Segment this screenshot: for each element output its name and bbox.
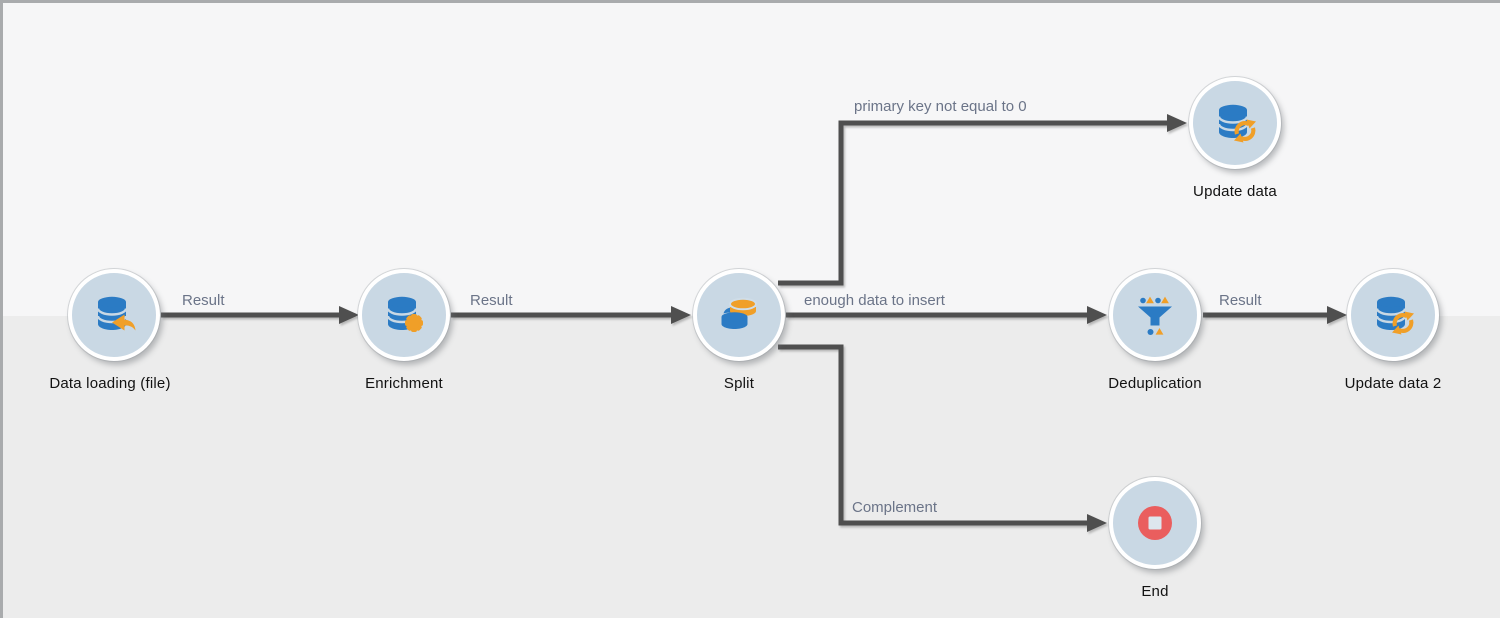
stop-icon: [1138, 506, 1172, 540]
database-refresh-icon: [1375, 296, 1414, 335]
edge-enrichment-split[interactable]: [451, 306, 691, 324]
node-end[interactable]: [1109, 477, 1201, 569]
node-label-deduplication: Deduplication: [1108, 375, 1202, 392]
node-label-end: End: [1141, 583, 1169, 600]
funnel-icon: [1138, 296, 1172, 335]
canvas-lower-band: [3, 316, 1500, 618]
edge-split-deduplication[interactable]: [786, 306, 1107, 324]
edge-label-enough-data[interactable]: enough data to insert: [804, 292, 945, 309]
edge-split-end[interactable]: [778, 344, 1107, 532]
node-label-enrichment: Enrichment: [365, 375, 443, 392]
node-label-update-data: Update data: [1193, 183, 1277, 200]
edge-label-result-1[interactable]: Result: [182, 292, 225, 309]
node-data-loading[interactable]: [68, 269, 160, 361]
node-label-split: Split: [723, 375, 755, 392]
database-load-icon: [96, 296, 136, 331]
edges-layer: [161, 114, 1347, 532]
edge-label-complement[interactable]: Complement: [852, 499, 938, 516]
database-refresh-icon: [1217, 104, 1256, 143]
node-split[interactable]: [693, 269, 785, 361]
database-gear-icon: [386, 296, 423, 332]
node-update-data-2[interactable]: [1347, 269, 1439, 361]
node-label-update-data-2: Update data 2: [1344, 375, 1442, 392]
edge-deduplication-updatedata2[interactable]: [1203, 306, 1347, 324]
node-enrichment[interactable]: [358, 269, 450, 361]
edge-label-result-2[interactable]: Result: [470, 292, 513, 309]
edge-label-result-3[interactable]: Result: [1219, 292, 1262, 309]
node-deduplication[interactable]: [1109, 269, 1201, 361]
node-label-data-loading: Data loading (file): [49, 375, 171, 392]
node-update-data[interactable]: [1189, 77, 1281, 169]
edge-dataloading-enrichment[interactable]: [161, 306, 359, 324]
edge-split-updatedata[interactable]: [778, 114, 1187, 286]
split-discs-icon: [721, 297, 757, 329]
edge-label-primary-key[interactable]: primary key not equal to 0: [854, 98, 1027, 115]
